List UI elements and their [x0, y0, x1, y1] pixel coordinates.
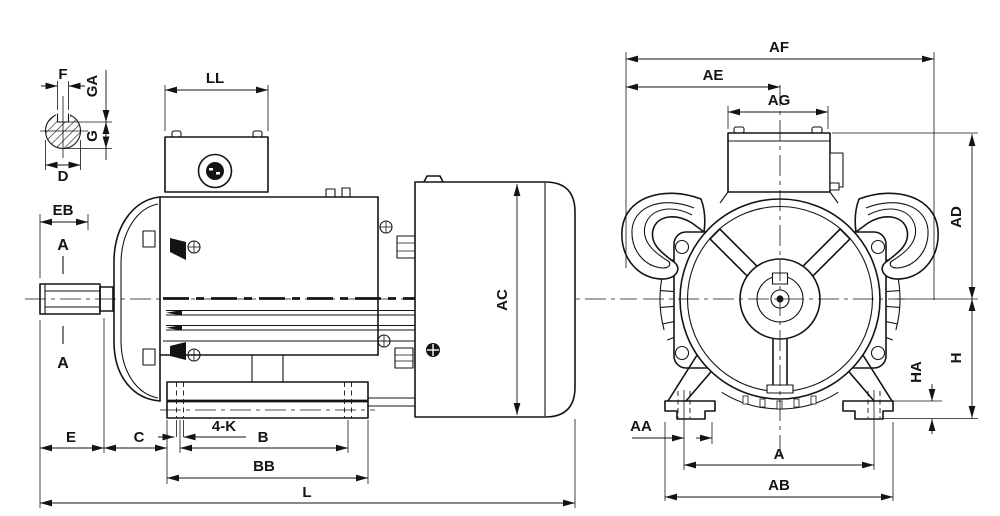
motor-front-view: AF AE AG AD H HA AA [621, 39, 978, 501]
dim-label-ab: AB [768, 477, 790, 494]
front-view-dimensions: AF AE AG AD H HA AA [625, 39, 978, 501]
shaft [39, 283, 114, 315]
fan-cover-cap [423, 175, 444, 183]
front-feet [664, 351, 942, 420]
dim-label-4k: 4-K [212, 418, 236, 435]
front-end-shield [113, 196, 201, 402]
dim-label-e: E [66, 429, 76, 446]
dim-label-c: C [134, 429, 145, 446]
box-screw [252, 130, 263, 138]
vent-slots [742, 395, 817, 410]
dim-label-af: AF [769, 39, 789, 56]
rear-end-shield [377, 220, 417, 369]
stator-body [159, 187, 415, 356]
dim-label-f: F [58, 66, 67, 83]
mounting-base [160, 354, 415, 419]
dim-label-g: G [84, 130, 101, 142]
dim-label-d: D [58, 168, 69, 185]
terminal-box-front [719, 126, 844, 204]
terminal-box-side [164, 130, 269, 193]
dim-label-ac: AC [494, 289, 511, 311]
dim-label-eb: EB [53, 202, 74, 219]
dim-label-h: H [948, 353, 965, 364]
cable-gland [197, 153, 233, 189]
dim-label-ll: LL [206, 70, 224, 87]
lifting-handle-left [621, 192, 706, 280]
dim-label-ha: HA [908, 361, 925, 383]
dim-label-b: B [258, 429, 269, 446]
side-view-dimensions: E C 4-K B BB L [39, 318, 576, 508]
section-mark-a-bottom: A [57, 355, 69, 372]
fan-cover [414, 175, 576, 418]
dim-label-ae: AE [703, 67, 724, 84]
box-screw [171, 130, 182, 138]
fan-cover-outline [414, 181, 576, 418]
dim-label-ad: AD [948, 206, 965, 228]
dim-label-l: L [302, 484, 311, 501]
shaft-section-detail: F GA G D [40, 66, 112, 185]
motor-side-view: EB A A [25, 70, 637, 508]
dim-label-aa: AA [630, 418, 652, 435]
lifting-handle-right [854, 192, 939, 280]
dim-label-bb: BB [253, 458, 275, 475]
dim-label-ag: AG [768, 92, 791, 109]
cowl-spokes [709, 228, 851, 394]
section-mark-a-top: A [57, 237, 69, 254]
dim-label-a: A [774, 446, 785, 463]
plate-holes [674, 239, 886, 361]
dim-label-ga: GA [84, 75, 101, 98]
box-side-connector [829, 152, 844, 188]
